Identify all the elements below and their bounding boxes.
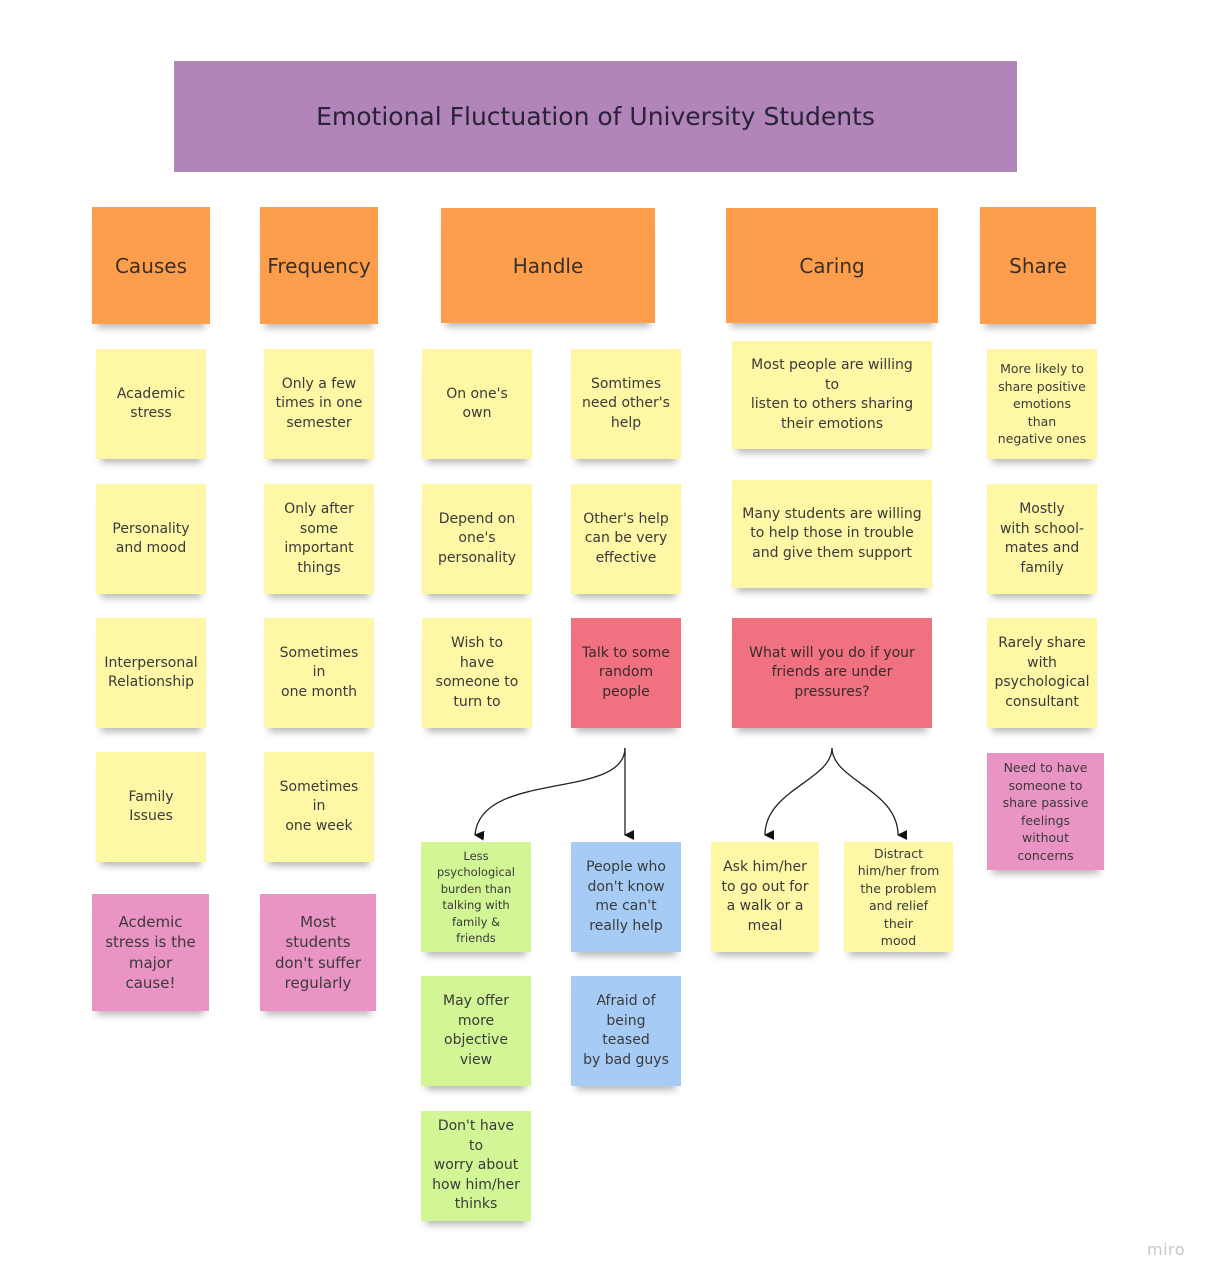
header-caring[interactable]: Caring [726,208,938,323]
note-after-important-things[interactable]: Only after some important things [264,484,374,594]
note-cant-really-help[interactable]: People who don't know me can't really he… [571,842,681,952]
note-on-ones-own[interactable]: On one's own [422,349,532,459]
header-share[interactable]: Share [980,207,1096,324]
note-frequency-conclusion[interactable]: Most students don't suffer regularly [260,894,376,1011]
note-distract-relief[interactable]: Distract him/her from the problem and re… [844,842,953,952]
header-causes[interactable]: Causes [92,207,210,324]
note-help-effective[interactable]: Other's help can be very effective [571,484,681,594]
connector-question-to-distract [831,747,908,840]
board-title[interactable]: Emotional Fluctuation of University Stud… [174,61,1017,172]
note-need-others-help[interactable]: Somtimes need other's help [571,349,681,459]
note-need-someone-share[interactable]: Need to have someone to share passive fe… [987,753,1104,870]
board-title-text: Emotional Fluctuation of University Stud… [316,102,875,131]
note-few-times-semester[interactable]: Only a few times in one semester [264,349,374,459]
connector-random-to-less-burden [474,747,626,841]
note-personality-mood[interactable]: Personality and mood [96,484,206,594]
note-depend-personality[interactable]: Depend on one's personality [422,484,532,594]
note-rarely-consultant[interactable]: Rarely share with psychological consulta… [987,618,1097,728]
note-wish-someone[interactable]: Wish to have someone to turn to [422,618,532,728]
header-handle[interactable]: Handle [441,208,655,323]
miro-logo: miro [1147,1240,1186,1259]
note-interpersonal-relationship[interactable]: Interpersonal Relationship [96,618,206,728]
header-frequency[interactable]: Frequency [260,207,378,324]
note-sometimes-week[interactable]: Sometimes in one week [264,752,374,862]
note-causes-conclusion[interactable]: Acdemic stress is the major cause! [92,894,209,1011]
note-friends-pressure-question[interactable]: What will you do if your friends are und… [732,618,932,728]
note-willing-listen[interactable]: Most people are willing to listen to oth… [732,341,932,449]
note-schoolmates-family[interactable]: Mostly with school- mates and family [987,484,1097,594]
note-willing-help[interactable]: Many students are willing to help those … [732,480,932,588]
note-afraid-teased[interactable]: Afraid of being teased by bad guys [571,976,681,1086]
note-academic-stress[interactable]: Academic stress [96,349,206,459]
note-less-burden[interactable]: Less psychological burden than talking w… [421,842,531,952]
note-no-worry[interactable]: Don't have to worry about how him/her th… [421,1111,531,1221]
connector-question-to-walk [764,747,833,841]
note-walk-or-meal[interactable]: Ask him/her to go out for a walk or a me… [711,842,819,952]
note-share-positive[interactable]: More likely to share positive emotions t… [987,349,1097,459]
note-objective-view[interactable]: May offer more objective view [421,976,531,1086]
note-sometimes-month[interactable]: Sometimes in one month [264,618,374,728]
note-talk-random-people[interactable]: Talk to some random people [571,618,681,728]
note-family-issues[interactable]: Family Issues [96,752,206,862]
